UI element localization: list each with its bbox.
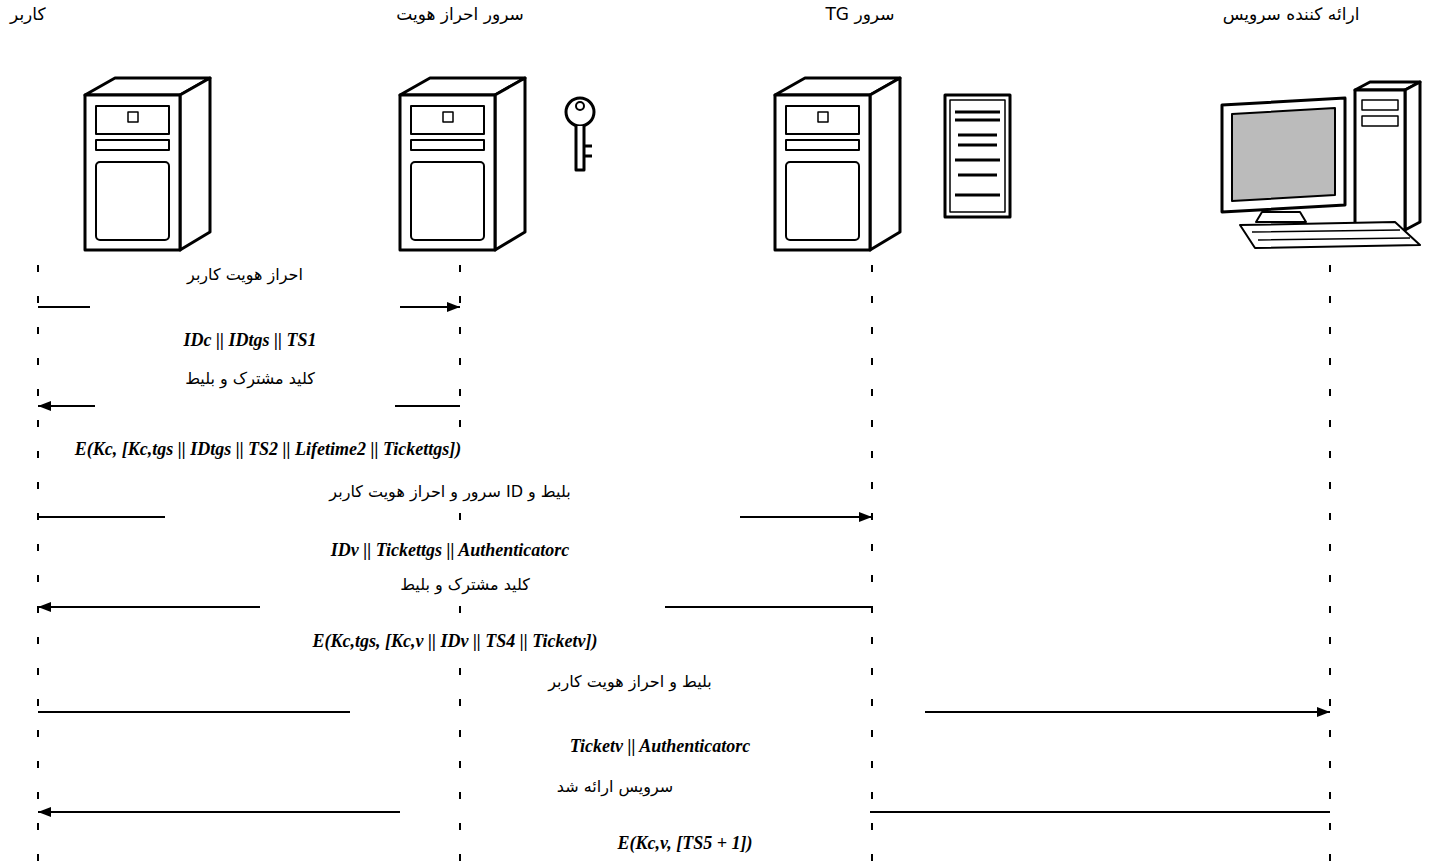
message-formula: IDc || IDtgs || TS1 xyxy=(179,328,322,353)
message-arrow xyxy=(38,258,1330,717)
message-arrow xyxy=(38,258,1330,817)
participant: کاربر xyxy=(2,0,234,258)
message-label: کلید مشترک و بلیط xyxy=(395,574,535,595)
message-label: کلید مشترک و بلیط xyxy=(180,368,320,389)
key-symbol xyxy=(566,98,594,170)
participant-title: سرور TG xyxy=(821,2,898,26)
auth-server xyxy=(400,78,525,250)
participant: سرور احراز هویت xyxy=(325,0,595,258)
message-arrow xyxy=(38,258,872,612)
message-formula: Ticketv || Authenticatorc xyxy=(565,734,756,759)
message-label: سرویس ارائه شد xyxy=(552,776,678,797)
message-arrow xyxy=(38,258,460,411)
participant: ارائه کننده سرویس xyxy=(1150,0,1432,258)
message-formula: IDv || Tickettgs || Authenticatorc xyxy=(326,538,575,563)
message-label: احراز هویت کاربر xyxy=(182,264,308,285)
tgs-server xyxy=(775,78,900,250)
message-arrow xyxy=(38,258,872,522)
message-arrow xyxy=(38,258,460,312)
desktop-computer xyxy=(1222,82,1420,248)
ticket-symbol xyxy=(945,95,1010,217)
user-computer xyxy=(85,78,210,250)
participant-title: کاربر xyxy=(6,2,50,26)
message-label: بلیط و ID سرور و احراز هویت کاربر xyxy=(324,481,575,502)
participant-title: سرور احراز هویت xyxy=(392,2,528,26)
participant: سرور TG xyxy=(720,0,1000,258)
lifeline xyxy=(38,265,1330,863)
message-label: بلیط و احراز هویت کاربر xyxy=(543,671,717,692)
message-formula: E(Kc,tgs, [Kc,v || IDv || TS4 || Ticketv… xyxy=(307,629,602,654)
message-formula: E(Kc, [Kc,tgs || IDtgs || TS2 || Lifetim… xyxy=(63,437,473,462)
message-formula: E(Kc,v, [TS5 + 1]) xyxy=(612,831,757,856)
participant-title: ارائه کننده سرویس xyxy=(1219,2,1364,26)
